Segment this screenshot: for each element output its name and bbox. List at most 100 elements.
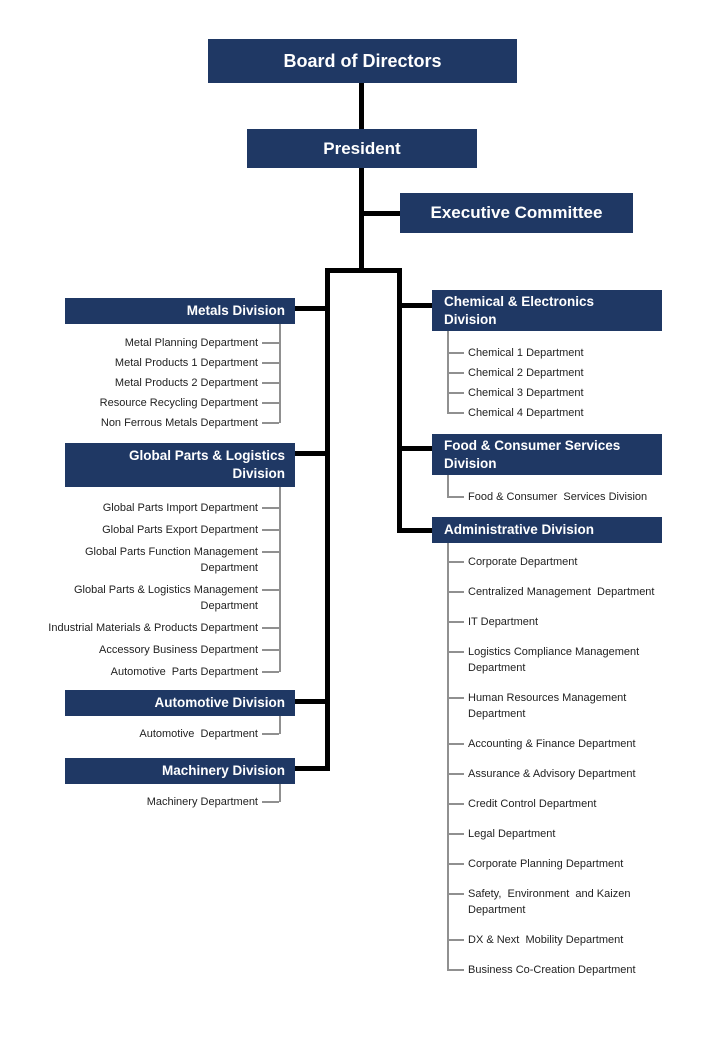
dept-item: Chemical 3 Department (432, 385, 720, 401)
dept-item: Legal Department (432, 826, 720, 842)
dept-item: Global Parts Export Department (0, 522, 282, 538)
board-of-directors-box: Board of Directors (208, 39, 517, 83)
division-title: Administrative Division (444, 522, 595, 537)
connector-tick (262, 589, 279, 591)
dept-list-administrative: Corporate Department Centralized Managem… (432, 517, 720, 978)
division-title: Machinery Division (161, 763, 285, 778)
dept-list-machinery: Machinery Department (0, 758, 282, 810)
dept-label: Accessory Business Department (99, 644, 258, 656)
dept-item: Centralized Management Department (432, 584, 720, 600)
division-global-parts: Global Parts & Logistics Division Global… (0, 443, 295, 686)
dept-label: Chemical 2 Department (468, 367, 584, 379)
executive-committee-box: Executive Committee (400, 193, 633, 233)
dept-label: Chemical 3 Department (468, 387, 584, 399)
division-title: Chemical & Electronics Division (444, 293, 595, 327)
connector-tick (447, 773, 464, 775)
dept-item: Corporate Planning Department (432, 856, 720, 872)
dept-label: Metal Products 2 Department (114, 377, 258, 389)
connector-tick (447, 893, 464, 895)
connector-tick (262, 801, 279, 803)
connector-tick (447, 561, 464, 563)
dept-item: Metal Planning Department (0, 335, 282, 351)
connector-tick (447, 803, 464, 805)
dept-label: Metal Products 1 Department (114, 357, 258, 369)
dept-label: Machinery Department (146, 796, 258, 808)
dept-item: Food & Consumer Services Division (432, 489, 720, 505)
connector-tick (262, 422, 279, 424)
connector-tick (262, 529, 279, 531)
connector-chemical (402, 303, 432, 308)
connector-tick (262, 362, 279, 364)
dept-label: Global Parts & Logistics Management Depa… (73, 584, 258, 612)
connector-tick (447, 939, 464, 941)
dept-item: Metal Products 2 Department (0, 375, 282, 391)
dept-label: Chemical 4 Department (468, 407, 584, 419)
executive-committee-label: Executive Committee (430, 203, 603, 222)
dept-label: Credit Control Department (468, 798, 597, 810)
division-header-food-consumer: Food & Consumer Services Division (432, 434, 662, 475)
dept-list-automotive: Automotive Department (0, 690, 282, 742)
division-rail (279, 487, 281, 672)
connector-automotive (295, 699, 325, 704)
connector-president-trunk (359, 168, 364, 273)
connector-tick (447, 863, 464, 865)
dept-item: Human Resources Management Department (432, 690, 720, 722)
division-header-administrative: Administrative Division (432, 517, 662, 543)
division-food-consumer: Food & Consumer Services Division Food &… (432, 434, 720, 505)
dept-label: Resource Recycling Department (99, 397, 258, 409)
dept-item: Global Parts Function Management Departm… (0, 544, 282, 576)
division-chemical-electronics: Chemical & Electronics Division Chemical… (432, 290, 720, 425)
connector-tick (262, 382, 279, 384)
dept-label: Global Parts Import Department (102, 502, 258, 514)
division-machinery: Machinery Division Machinery Department (0, 758, 295, 810)
dept-item: Chemical 2 Department (432, 365, 720, 381)
division-title: Metals Division (186, 303, 285, 318)
dept-list-global-parts: Global Parts Import Department Global Pa… (0, 443, 282, 680)
division-header-global-parts: Global Parts & Logistics Division (65, 443, 295, 487)
president-label: President (323, 138, 401, 158)
president-box: President (247, 129, 477, 168)
division-header-metals: Metals Division (65, 298, 295, 324)
division-administrative: Administrative Division Corporate Depart… (432, 517, 720, 992)
dept-item: Machinery Department (0, 794, 282, 810)
division-header-chemical-electronics: Chemical & Electronics Division (432, 290, 662, 331)
division-header-automotive: Automotive Division (65, 690, 295, 716)
dept-list-food: Food & Consumer Services Division (432, 434, 720, 505)
dept-item: Industrial Materials & Products Departme… (0, 620, 282, 636)
connector-tick (447, 352, 464, 354)
division-header-machinery: Machinery Division (65, 758, 295, 784)
dept-label: Metal Planning Department (124, 337, 258, 349)
division-title: Food & Consumer Services Division (444, 437, 621, 471)
dept-label: Legal Department (468, 828, 556, 840)
connector-tick (447, 833, 464, 835)
division-automotive: Automotive Division Automotive Departmen… (0, 690, 295, 742)
connector-administrative (402, 528, 432, 533)
connector-left-rail (325, 268, 330, 771)
dept-item: DX & Next Mobility Department (432, 932, 720, 948)
dept-label: Logistics Compliance Management Departme… (468, 646, 640, 674)
division-rail (447, 475, 449, 497)
connector-tick (447, 743, 464, 745)
connector-global-parts (295, 451, 325, 456)
connector-right-rail (397, 268, 402, 533)
connector-tick (262, 733, 279, 735)
dept-label: Assurance & Advisory Department (468, 768, 636, 780)
dept-item: Accessory Business Department (0, 642, 282, 658)
dept-label: DX & Next Mobility Department (468, 934, 624, 946)
division-rail (279, 716, 281, 734)
dept-item: Global Parts Import Department (0, 500, 282, 516)
connector-tick (262, 507, 279, 509)
dept-label: Human Resources Management Department (468, 692, 627, 720)
dept-label: Accounting & Finance Department (468, 738, 636, 750)
dept-item: IT Department (432, 614, 720, 630)
dept-label: IT Department (468, 616, 539, 628)
dept-label: Safety, Environment and Kaizen Departmen… (468, 888, 631, 916)
connector-tick (262, 627, 279, 629)
dept-label: Industrial Materials & Products Departme… (48, 622, 258, 634)
dept-label: Automotive Parts Department (110, 666, 258, 678)
connector-tick (262, 649, 279, 651)
connector-tick (447, 697, 464, 699)
dept-item: Safety, Environment and Kaizen Departmen… (432, 886, 720, 918)
dept-item: Logistics Compliance Management Departme… (432, 644, 720, 676)
connector-tick (447, 969, 464, 971)
